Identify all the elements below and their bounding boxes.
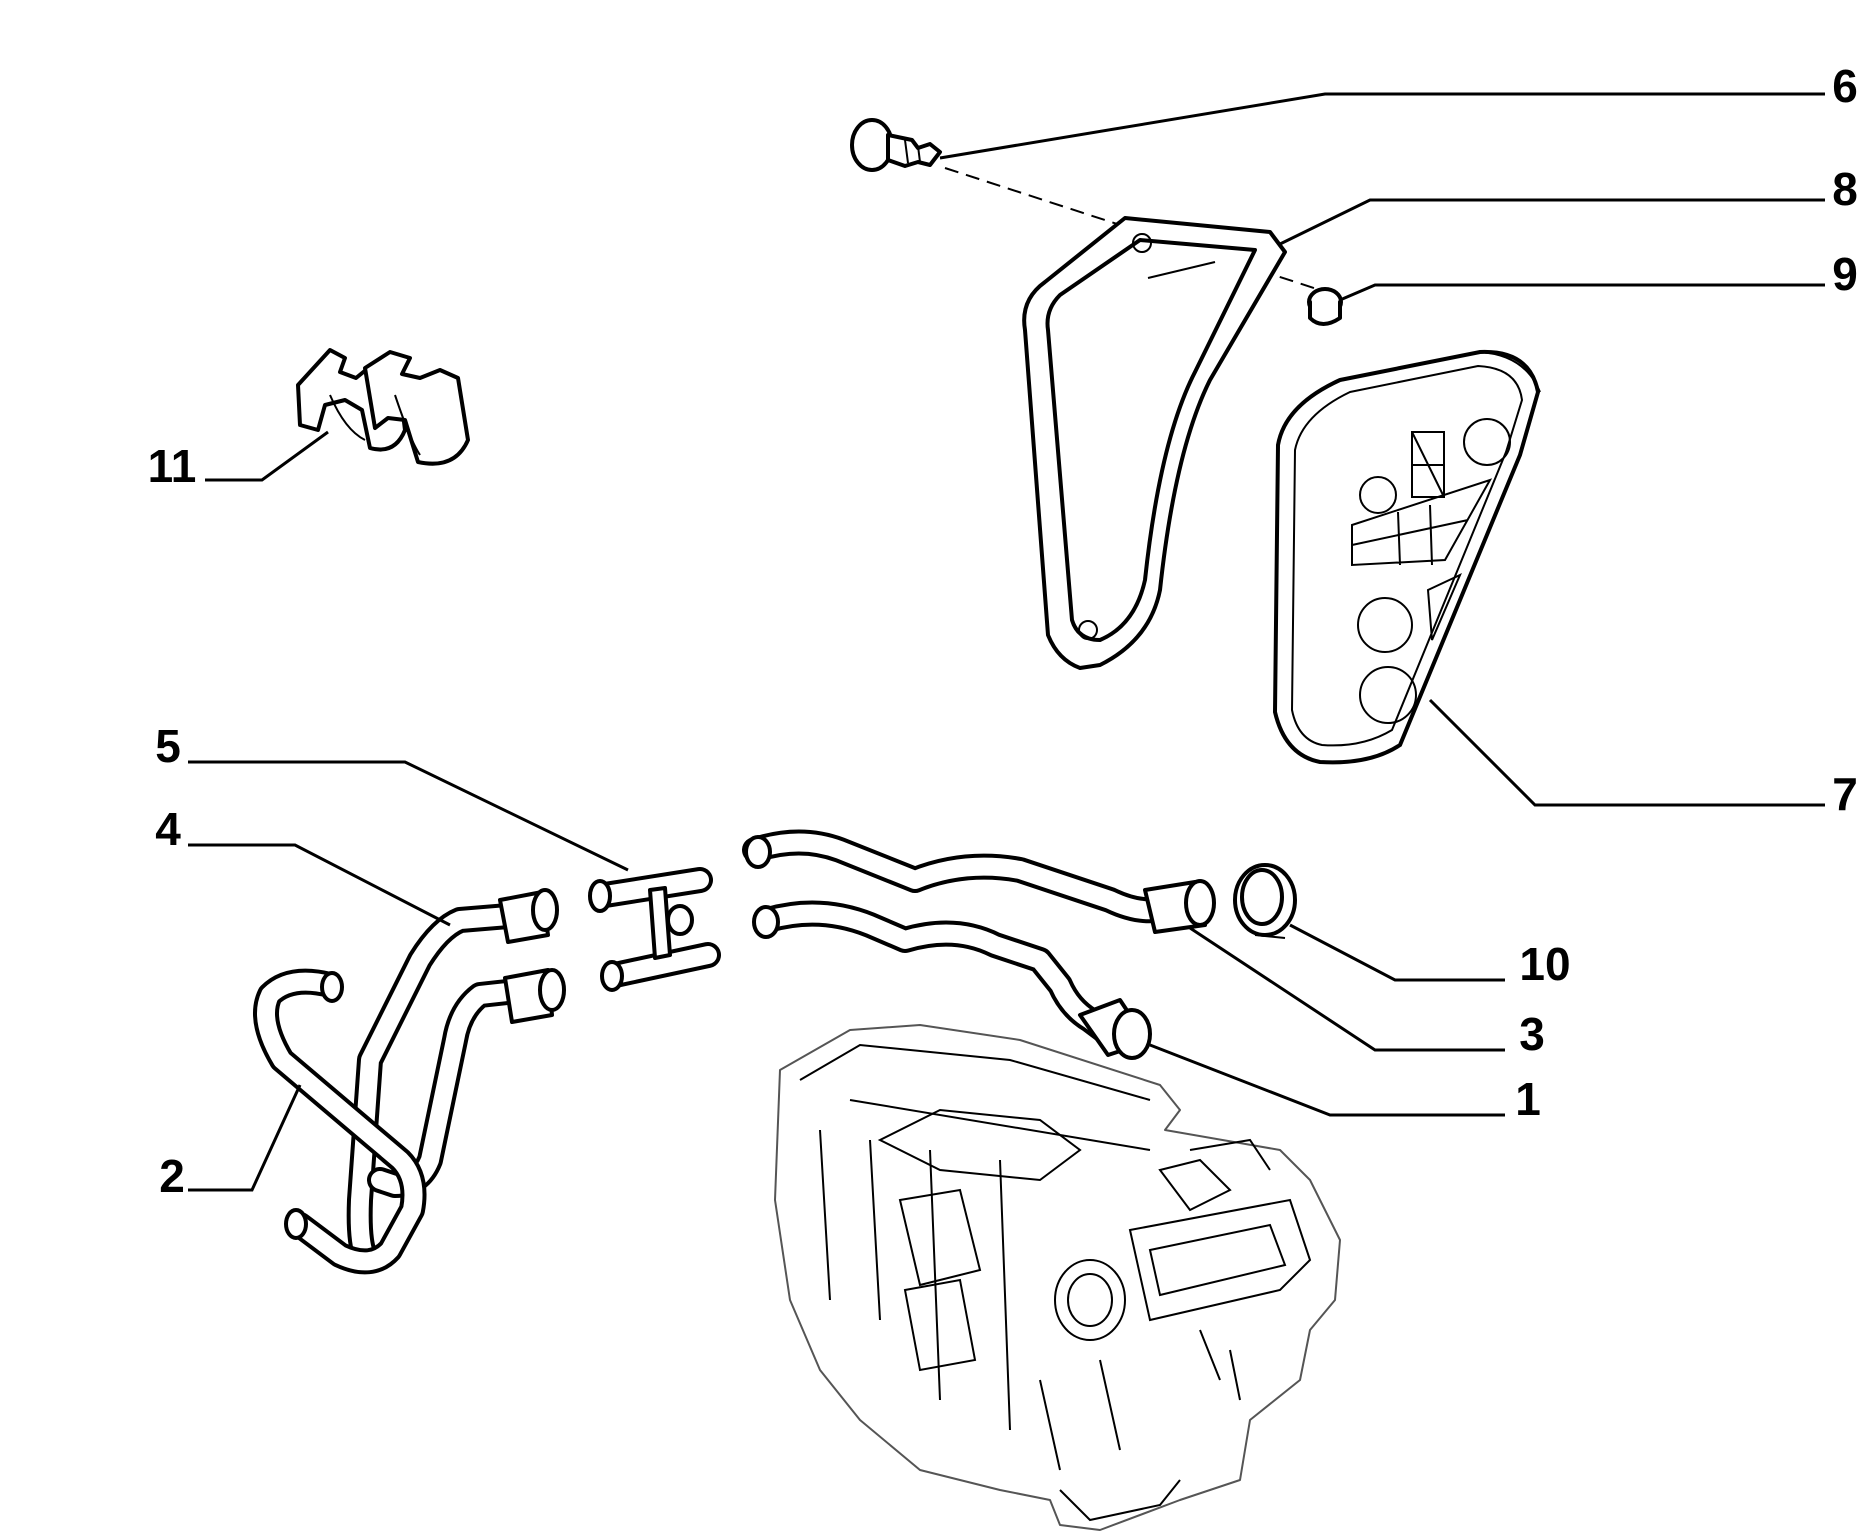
part-1-lower-hose (752, 900, 1152, 1060)
callout-4: 4 (155, 803, 181, 855)
part-11-hose-clip (296, 348, 470, 466)
leader-11 (205, 430, 329, 482)
part-3-upper-hose (742, 829, 1216, 934)
part-6-screw (850, 118, 942, 172)
part-5-t-connector (588, 867, 721, 992)
part-8-bracket (1022, 216, 1287, 670)
part-9-pin (1307, 287, 1343, 326)
leader-3 (1189, 926, 1505, 1052)
callout-2: 2 (159, 1150, 185, 1202)
leader-lines (188, 92, 1825, 1192)
callout-labels: 6 8 9 11 5 7 4 10 3 1 2 (148, 60, 1858, 1202)
callout-3: 3 (1519, 1008, 1545, 1060)
part-2-curved-hose (253, 968, 427, 1275)
callout-6: 6 (1832, 60, 1858, 112)
part-10-hose-clamp (1233, 863, 1297, 939)
leader-8 (1277, 198, 1825, 247)
hvac-housing-unit (774, 1024, 1341, 1531)
callout-1: 1 (1515, 1073, 1541, 1125)
leader-6 (939, 92, 1825, 160)
callout-7: 7 (1832, 768, 1858, 820)
leader-7 (1428, 698, 1825, 807)
leader-9 (1339, 283, 1825, 302)
leader-4 (188, 843, 451, 927)
leader-10 (1289, 923, 1505, 982)
callout-8: 8 (1832, 163, 1858, 215)
callout-9: 9 (1832, 248, 1858, 300)
callout-5: 5 (155, 720, 181, 772)
leader-2 (188, 1084, 302, 1192)
leader-5 (188, 760, 629, 872)
callout-11: 11 (148, 440, 197, 492)
part-4-double-hose (346, 888, 566, 1273)
callout-10: 10 (1519, 938, 1570, 990)
leader-1 (1149, 1043, 1505, 1117)
part-7-filter-element (1272, 349, 1541, 765)
